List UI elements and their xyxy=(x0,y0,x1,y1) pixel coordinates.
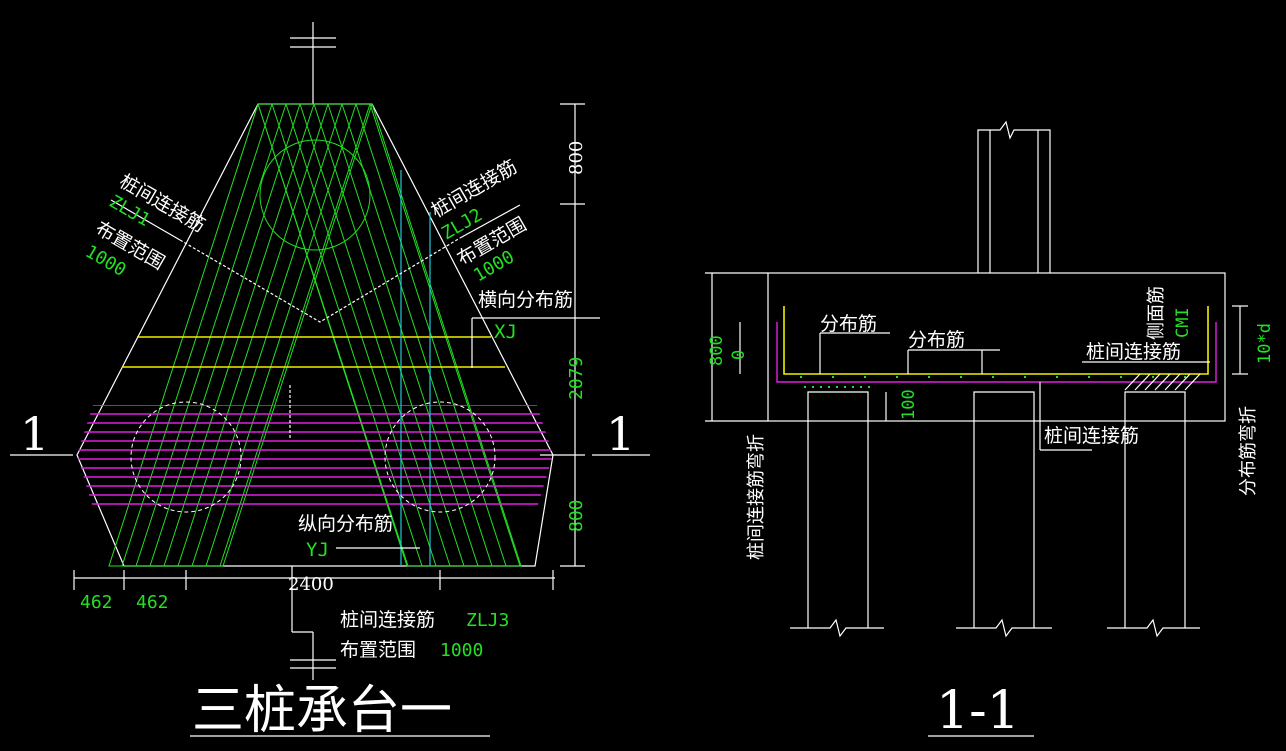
section-title: 1-1 xyxy=(936,681,1020,741)
column xyxy=(977,120,1051,273)
dim-top: 800 xyxy=(566,141,587,175)
distribution-bar xyxy=(783,306,1209,375)
xj-label: 横向分布筋 xyxy=(478,289,573,311)
pile-cap-plan xyxy=(10,22,650,680)
pile-conn-label-2: 桩间连接筋 xyxy=(1044,425,1139,447)
dim-left2: 462 xyxy=(136,592,169,613)
dist-bend-label: 分布筋弯折 xyxy=(1238,406,1259,496)
piles xyxy=(790,391,1200,638)
section-mark-left: 1 xyxy=(20,407,49,461)
dim-middle: 2079 xyxy=(566,357,587,400)
zlj3-code: ZLJ3 xyxy=(466,610,509,631)
dim-100: 100 xyxy=(899,389,919,420)
cap-outline xyxy=(767,272,1226,422)
pile-left xyxy=(130,401,242,513)
pile-connect-bar xyxy=(776,322,1217,383)
dim-width: 2400 xyxy=(288,574,334,595)
zlj3-range-label: 布置范围 xyxy=(340,639,416,661)
section-view xyxy=(705,120,1248,638)
pile-top xyxy=(259,139,371,251)
range-line xyxy=(179,237,461,323)
plan-title: 三桩承台一 xyxy=(192,681,452,741)
pile-bend-label: 桩间连接筋弯折 xyxy=(746,434,767,560)
yj-label: 纵向分布筋 xyxy=(298,513,393,535)
dist-label-1: 分布筋 xyxy=(820,313,877,335)
xj-code: XJ xyxy=(494,321,517,343)
dim-0: 0 xyxy=(729,350,749,360)
rebar-arm-left xyxy=(109,104,372,566)
dim-800: 800 xyxy=(707,335,727,366)
yj-code: YJ xyxy=(306,539,329,561)
pile-conn-label-1: 桩间连接筋 xyxy=(1086,341,1181,363)
section-mark-right: 1 xyxy=(606,407,635,461)
hatch xyxy=(1124,373,1201,391)
zlj3-band xyxy=(77,405,553,505)
dim-bottom: 800 xyxy=(566,499,587,532)
arm-border xyxy=(257,103,522,567)
side-bar-code: CMI xyxy=(1173,307,1193,338)
dim-left1: 462 xyxy=(80,592,113,613)
zlj3-label: 桩间连接筋 xyxy=(340,609,435,631)
leader-line xyxy=(459,204,521,239)
zlj3-range: 1000 xyxy=(440,640,483,661)
side-bar-label: 侧面筋 xyxy=(1146,286,1167,340)
dist-label-2: 分布筋 xyxy=(908,329,965,351)
bend-length: 10*d xyxy=(1255,323,1275,364)
leader-line xyxy=(110,199,181,241)
pile-right xyxy=(384,401,496,513)
